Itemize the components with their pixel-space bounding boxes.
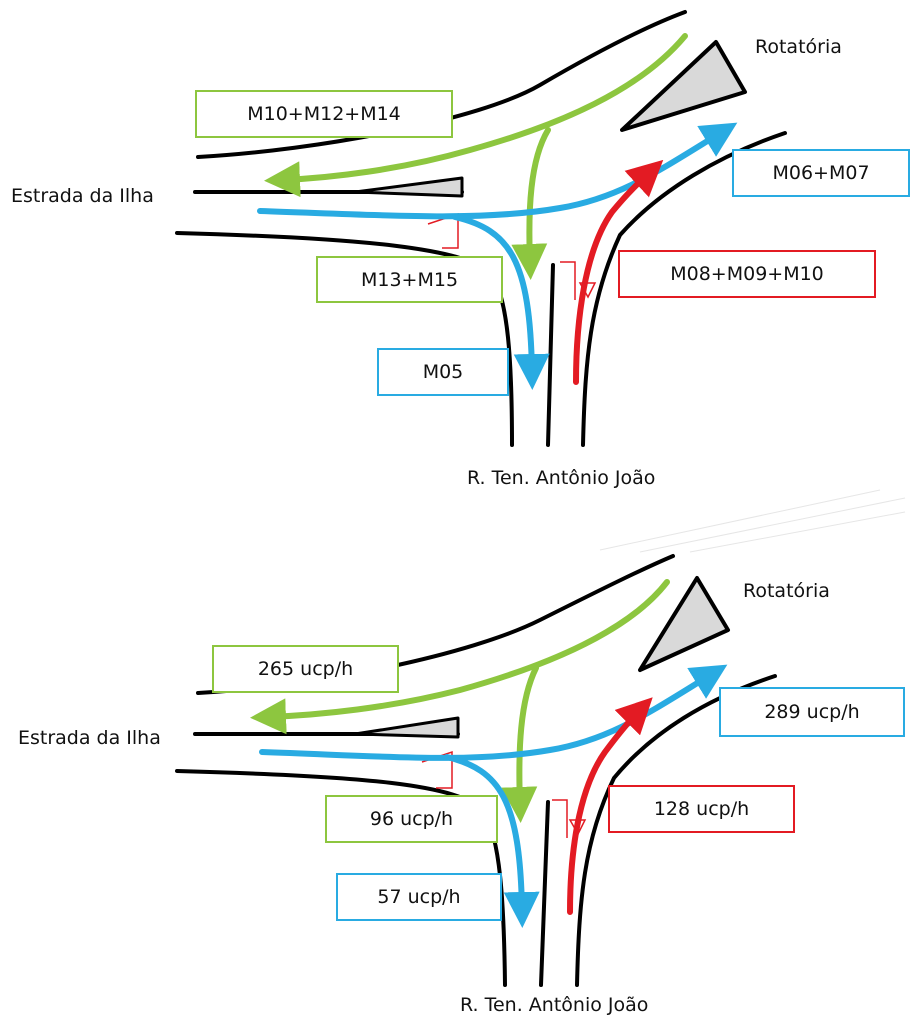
green-turn-volume-box: 96 ucp/h xyxy=(325,795,498,843)
estrada-label: Estrada da Ilha xyxy=(18,727,161,749)
blue-turn-arrow xyxy=(452,214,550,390)
traffic-island-rotatoria xyxy=(638,576,730,672)
green-flow-arrow xyxy=(250,579,670,735)
blue-volume-box: 289 ucp/h xyxy=(719,687,905,737)
watermark xyxy=(599,489,906,553)
green-flow-arrow xyxy=(264,33,688,198)
green-movement-box: M10+M12+M14 xyxy=(195,90,453,138)
traffic-island-left xyxy=(353,716,460,739)
green-turn-arrow xyxy=(501,665,539,823)
rua-label: R. Ten. Antônio João xyxy=(467,467,656,489)
red-flow-arrow xyxy=(573,159,664,385)
red-volume-box: 128 ucp/h xyxy=(608,785,795,833)
red-flow-arrow xyxy=(567,697,653,915)
blue-turn-movement-box: M05 xyxy=(377,348,509,396)
blue-turn-arrow xyxy=(444,754,540,928)
blue-turn-volume-box: 57 ucp/h xyxy=(336,873,502,921)
green-turn-arrow xyxy=(511,127,551,280)
green-volume-box: 265 ucp/h xyxy=(212,645,399,693)
red-movement-box: M08+M09+M10 xyxy=(618,250,876,298)
estrada-label: Estrada da Ilha xyxy=(11,185,154,207)
rotatoria-label: Rotatória xyxy=(743,580,830,602)
blue-movement-box: M06+M07 xyxy=(732,149,910,197)
intersection-diagram-1 xyxy=(175,10,787,447)
green-turn-movement-box: M13+M15 xyxy=(316,256,503,303)
rotatoria-label: Rotatória xyxy=(755,36,842,58)
rua-label: R. Ten. Antônio João xyxy=(460,994,649,1016)
traffic-island-left xyxy=(353,176,464,198)
traffic-island-rotatoria xyxy=(620,40,747,132)
